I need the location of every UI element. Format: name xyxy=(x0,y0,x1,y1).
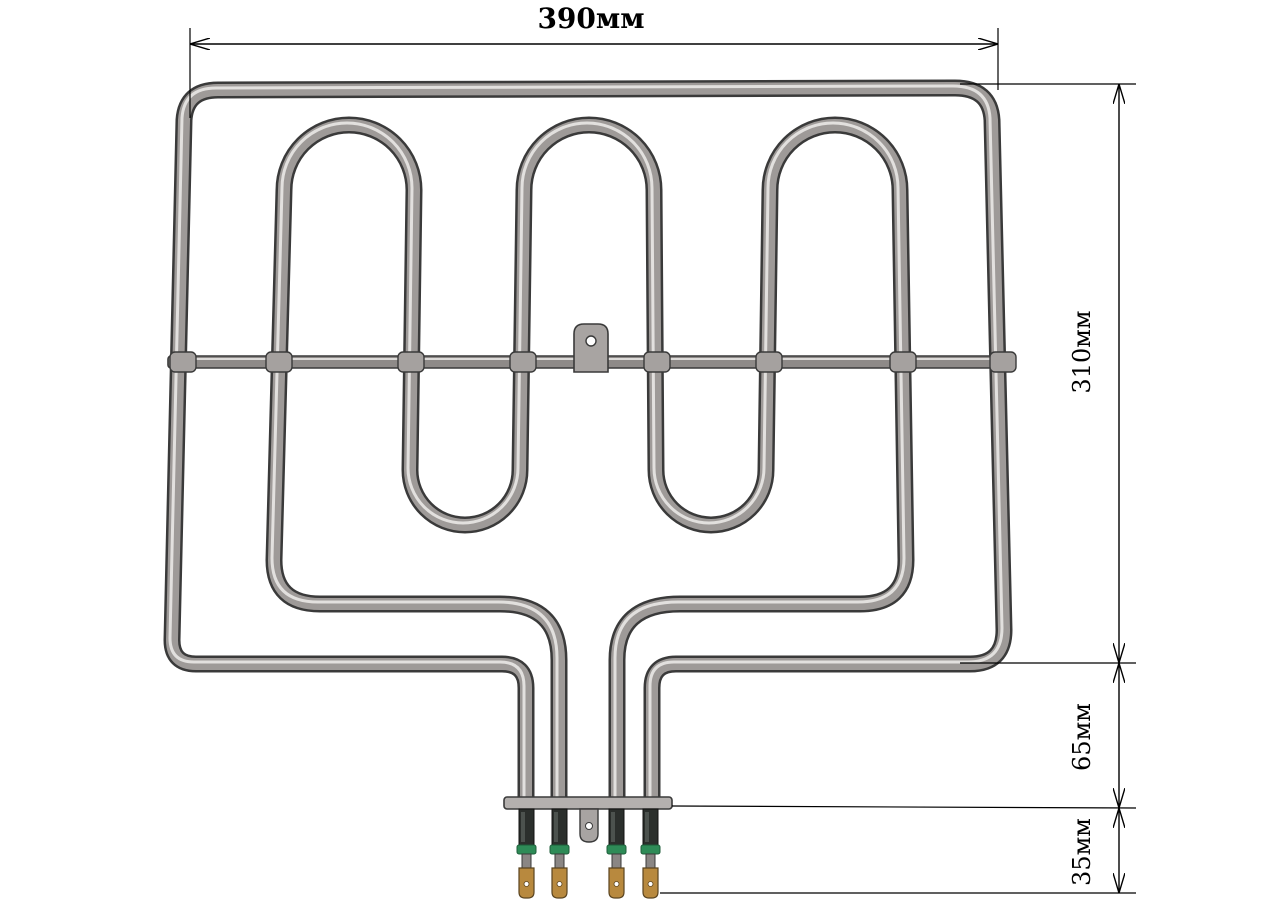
width-label: 390мм xyxy=(537,2,644,35)
inner-heating-coil xyxy=(265,116,915,800)
terminal-2 xyxy=(549,808,570,899)
support-clips xyxy=(169,351,1017,373)
mounting-tab xyxy=(573,323,609,373)
height-label: 310мм xyxy=(1068,310,1096,393)
terminal-4 xyxy=(640,808,661,899)
terminal-block xyxy=(503,796,673,899)
stem-label: 65мм xyxy=(1068,703,1096,771)
dimension-lines: 390мм 310мм 65мм 35мм xyxy=(189,2,1137,894)
width-dimension: 390мм xyxy=(189,2,999,118)
outer-heating-coil xyxy=(163,79,1013,800)
terminal-label: 35мм xyxy=(1068,818,1096,886)
terminal-3 xyxy=(606,808,627,899)
cross-support-bar xyxy=(167,323,1017,373)
flange-plate xyxy=(503,796,673,810)
terminal-1 xyxy=(516,808,537,899)
